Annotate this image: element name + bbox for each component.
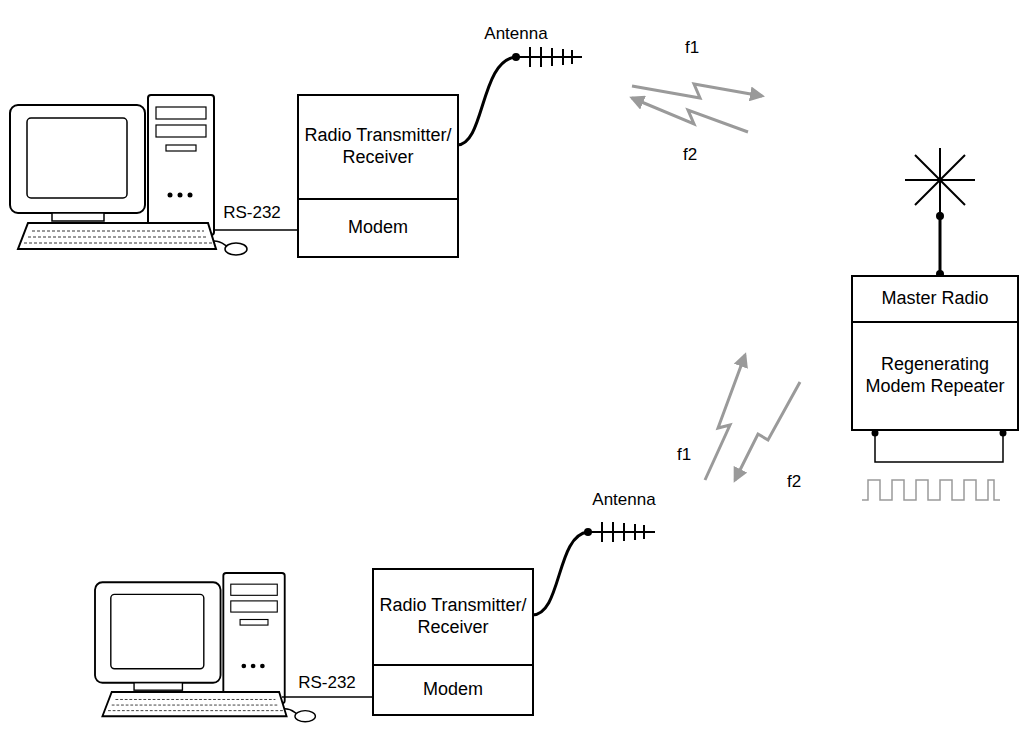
- omni-antenna: [905, 148, 975, 212]
- modem-box: Modem: [297, 198, 459, 258]
- radio-link: [735, 382, 800, 480]
- computer: [10, 95, 247, 255]
- frequency-label: f2: [785, 473, 803, 492]
- antenna-feed: [512, 53, 520, 61]
- radio-link: [705, 355, 745, 480]
- box-text: Modem: [348, 217, 408, 239]
- master-radio-box: Master Radio: [851, 275, 1019, 323]
- antenna-mast: [939, 212, 942, 275]
- box-text: Modem: [423, 679, 483, 701]
- box-text: Radio Transmitter/ Receiver: [379, 595, 527, 638]
- frequency-label: f1: [675, 446, 693, 465]
- antenna-feed: [584, 528, 592, 536]
- frequency-label: f2: [681, 146, 699, 165]
- radio-link: [632, 84, 762, 98]
- box-text: Master Radio: [881, 288, 988, 310]
- box-text: Regenerating Modem Repeater: [858, 354, 1012, 397]
- frequency-label: f1: [683, 39, 701, 58]
- box-text: Radio Transmitter/ Receiver: [304, 125, 452, 168]
- antenna-cable: [457, 57, 516, 145]
- radio-box: Radio Transmitter/ Receiver: [372, 568, 534, 666]
- antenna-cable: [532, 532, 588, 615]
- interface-label: RS-232: [296, 674, 358, 693]
- rs232-cable: [282, 696, 372, 698]
- rs232-cable: [214, 229, 297, 231]
- output-bracket: [875, 431, 1003, 462]
- antenna-feed: [936, 212, 944, 220]
- repeater-box: Regenerating Modem Repeater: [851, 321, 1019, 431]
- interface-label: RS-232: [221, 204, 283, 223]
- modem-box: Modem: [372, 664, 534, 716]
- antenna-label: Antenna: [482, 25, 549, 44]
- antenna-label: Antenna: [590, 491, 657, 510]
- radio-box: Radio Transmitter/ Receiver: [297, 94, 459, 200]
- radio-link: [632, 98, 748, 132]
- yagi-antenna: [588, 522, 655, 542]
- square-wave: [862, 480, 1000, 500]
- computer: [95, 573, 315, 722]
- yagi-antenna: [516, 47, 582, 67]
